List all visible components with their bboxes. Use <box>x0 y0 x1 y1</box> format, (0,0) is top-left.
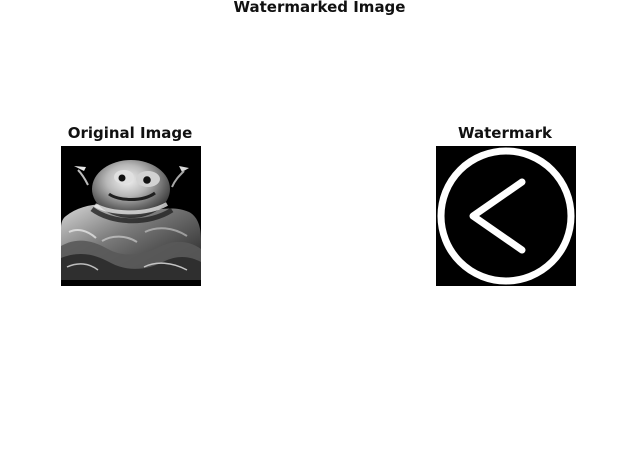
watermark-image <box>436 146 576 286</box>
watermark-title: Watermark <box>458 124 552 142</box>
original-image <box>61 146 201 286</box>
figure-title: Watermarked Image <box>233 0 406 16</box>
original-image-title: Original Image <box>67 124 193 142</box>
